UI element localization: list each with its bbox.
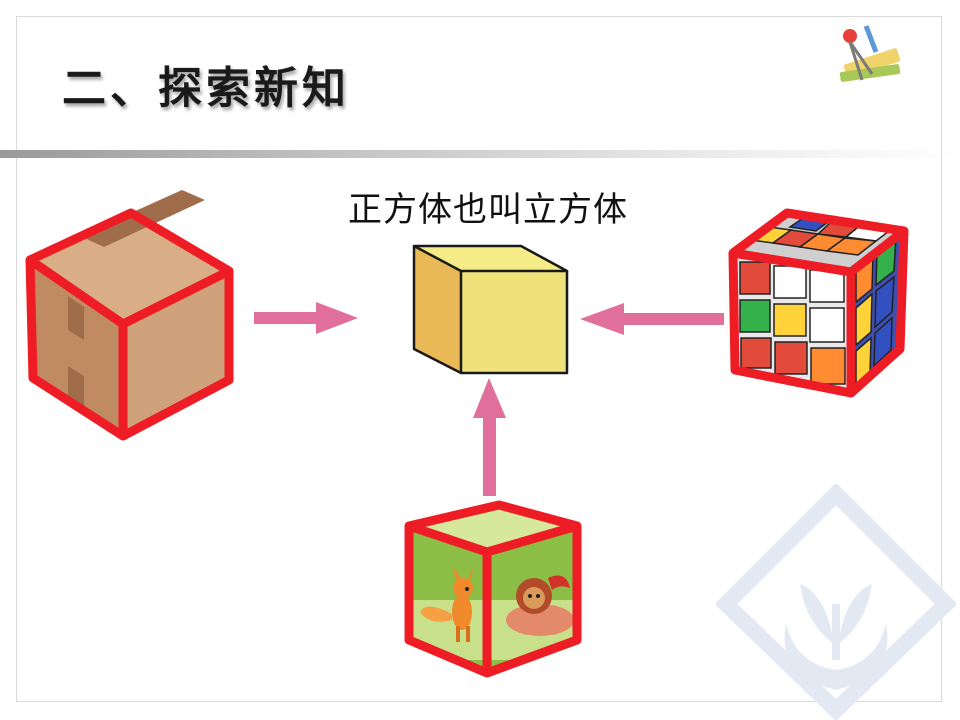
- fox-cartoon: [420, 566, 474, 642]
- toolkit-logo-icon: [839, 25, 901, 82]
- rubiks-cube: [728, 208, 909, 398]
- yellow-cube: [412, 244, 569, 375]
- box-red-edges: [25, 208, 234, 441]
- cube-front-face: [461, 271, 567, 373]
- cube-caption: 正方体也叫立方体: [348, 190, 628, 230]
- arrow-rubik-to-cube: [580, 303, 724, 335]
- box-left-face: [30, 260, 123, 436]
- cardboard-box: [25, 190, 234, 441]
- cube-side-face: [414, 246, 461, 373]
- slide-frame: [16, 16, 942, 702]
- box-tape-side: [68, 296, 84, 340]
- picture-red-edges: [404, 500, 582, 678]
- title-divider: [0, 150, 960, 158]
- hands-sprout-watermark-icon: [716, 484, 956, 720]
- arrow-picture-to-cube: [473, 378, 506, 496]
- cube-top-face: [414, 246, 567, 271]
- rubik-red-edges: [728, 208, 909, 398]
- picture-cube: [404, 500, 582, 678]
- slide-title: 二、探索新知: [62, 63, 350, 114]
- lion-cartoon: [506, 575, 574, 636]
- arrow-box-to-cube: [254, 302, 358, 334]
